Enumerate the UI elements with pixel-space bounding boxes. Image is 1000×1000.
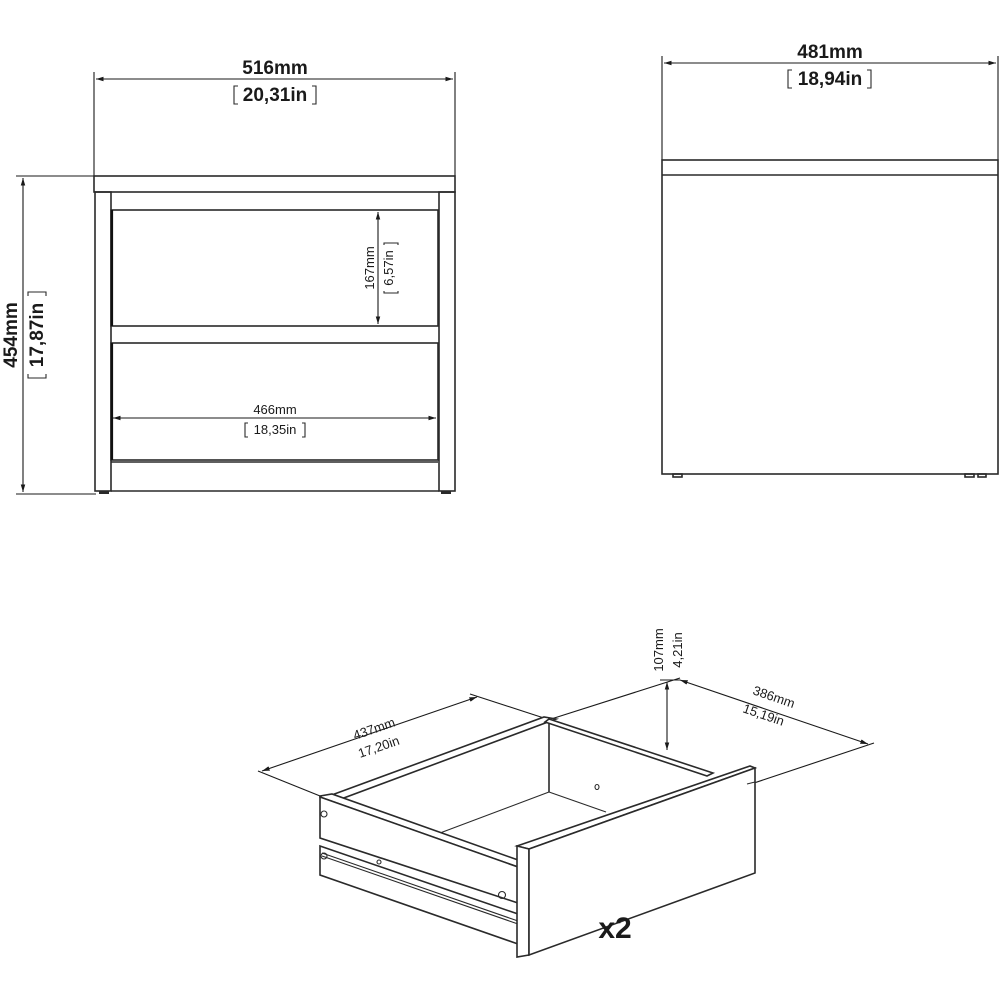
drawer-height-dimension: 107mm 4,21in — [651, 628, 685, 750]
foot — [964, 473, 975, 478]
foot — [99, 491, 109, 494]
side-panel — [661, 159, 999, 475]
drawer-front-width-mm: 466mm — [253, 402, 296, 417]
top-board — [93, 175, 456, 193]
front-height-in: 17,87in — [27, 303, 48, 367]
drawer-front-width-dimension: 466mm 18,35in — [113, 402, 436, 438]
foot — [441, 491, 451, 494]
drawer-height-mm: 107mm — [651, 628, 666, 671]
drawer-front-height-in: 6,57in — [381, 250, 396, 285]
front-height-dimension: 454mm 17,87in — [1, 175, 96, 495]
front-height-mm: 454mm — [1, 302, 22, 368]
side-depth-mm: 481mm — [797, 42, 863, 63]
drawer-height-in: 4,21in — [670, 632, 685, 667]
drawer-depth-dimension: 386mm 15,19in — [547, 677, 875, 786]
drawer-front-width-in: 18,35in — [254, 422, 297, 437]
drawer-width-dimension: 437mm 17,20in — [257, 693, 551, 801]
right-side-panel — [438, 191, 456, 492]
side-depth-in: 18,94in — [798, 69, 862, 90]
front-width-dimension: 516mm 20,31in — [93, 58, 456, 176]
drawer-isometric-view: 437mm 17,20in 386mm 15,19in 107mm 4,21in — [257, 628, 875, 958]
drawer-front-height-mm: 167mm — [362, 246, 377, 289]
foot — [977, 473, 987, 478]
front-view: 516mm 20,31in 454mm 17,87in — [1, 58, 456, 495]
front-width-mm: 516mm — [242, 58, 308, 79]
foot — [672, 473, 683, 478]
side-depth-dimension: 481mm 18,94in — [661, 42, 999, 160]
drawer-front-height-dimension: 167mm 6,57in — [362, 212, 399, 324]
front-width-in: 20,31in — [243, 85, 307, 106]
quantity-label: x2 — [598, 912, 631, 945]
side-view: 481mm 18,94in — [661, 42, 999, 478]
left-side-panel — [94, 191, 112, 492]
